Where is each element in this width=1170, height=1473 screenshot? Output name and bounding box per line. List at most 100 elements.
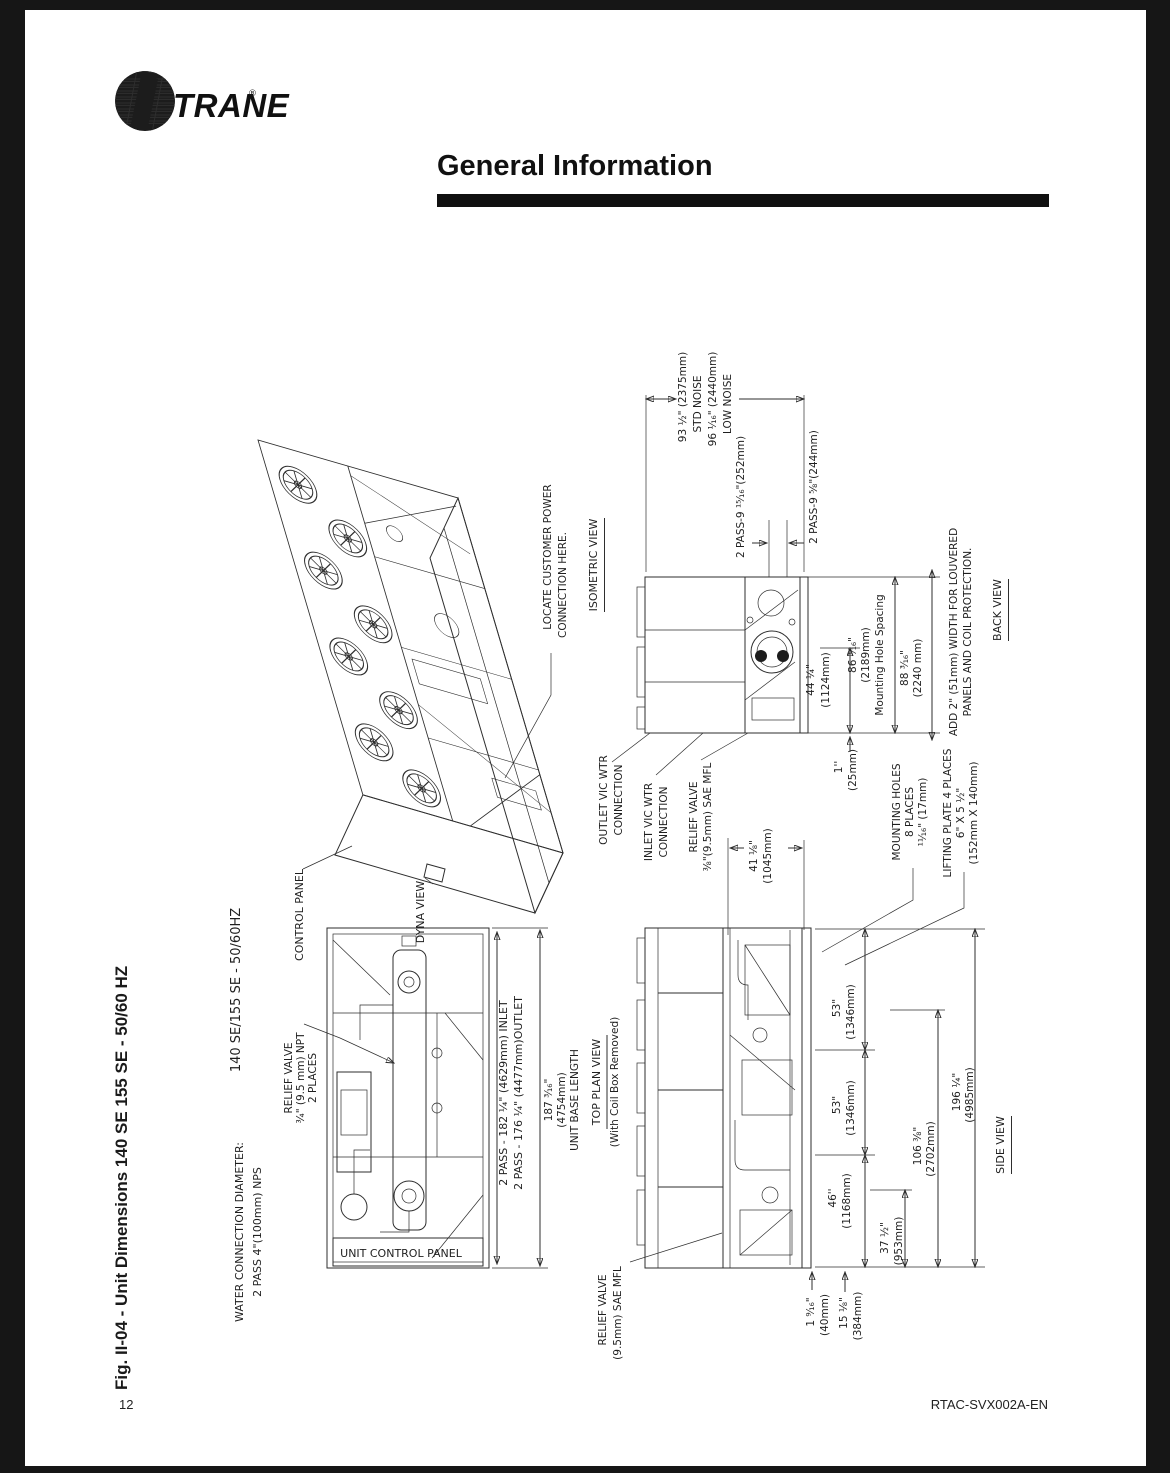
dim-106-label: (2702mm) — [925, 1121, 937, 1176]
lifting-plate-label: 6" X 5 ½" — [955, 788, 967, 838]
noise-dim-label: 96 ¹⁄₁₆" (2440mm) — [707, 352, 719, 447]
side-view-label: SIDE VIEW — [994, 1116, 1007, 1174]
relief-bottom-label: (9.5mm) SAE MFL — [612, 1266, 624, 1360]
dim-88-label: (2240 mm) — [912, 639, 924, 698]
dim-53a-label: 53" — [831, 999, 843, 1017]
brand-wordmark: TRANE — [173, 87, 290, 124]
back-view-dimensions: 93 ½" (2375mm) STD NOISE 96 ¹⁄₁₆" (2440m… — [646, 352, 1009, 791]
trane-logo: TRANE ® — [115, 71, 290, 131]
inlet-label: CONNECTION — [658, 787, 670, 858]
relief-sae-label: RELIEF VALVE — [688, 781, 700, 852]
dim-37-label: 37 ½" — [879, 1222, 891, 1254]
relief-npt-leader — [303, 1023, 394, 1063]
relief-bottom-label: RELIEF VALVE — [597, 1274, 609, 1345]
dim-86-label: Mounting Hole Spacing — [874, 594, 886, 715]
back-view-drawing — [611, 576, 809, 776]
back-view-label: BACK VIEW — [991, 579, 1004, 641]
title-rule — [437, 194, 1049, 207]
side-view-dimensions: 41 ⅛" (1045mm) MOUNTING HOLES 8 PLACES ¹… — [597, 748, 1012, 1360]
lifting-plate-label: (152mm X 140mm) — [968, 761, 980, 864]
document-code: RTAC-SVX002A-EN — [930, 1397, 1048, 1412]
power-note-leader — [504, 653, 552, 779]
dim-106-label: 106 ⅜" — [912, 1127, 924, 1165]
dim-46-label: (1168mm) — [841, 1173, 853, 1228]
pass-inlet-label: 2 PASS - 182 ¼" (4629mm) INLET — [497, 1000, 510, 1186]
top-plan-annotations: 140 SE/155 SE - 50/60HZ WATER CONNECTION… — [229, 908, 621, 1322]
dim-384mm-label: 15 ⅛" — [838, 1297, 850, 1329]
relief-npt-label: 2 PLACES — [307, 1053, 319, 1103]
dim-46-label: 46'' — [827, 1188, 839, 1207]
dim-1in-label: (25mm) — [847, 749, 859, 791]
dyna-view-leader — [424, 877, 434, 885]
page-number: 12 — [119, 1397, 134, 1412]
dim-1in-label: 1'' — [833, 761, 845, 773]
iso-end-face — [334, 794, 564, 914]
registered-mark: ® — [248, 89, 257, 99]
top-plan-view-label: TOP PLAN VIEW — [590, 1039, 603, 1126]
model-designation: 140 SE/155 SE - 50/60HZ — [229, 908, 244, 1072]
back-view-connection-labels: OUTLET VIC WTR CONNECTION INLET VIC WTR … — [598, 755, 714, 871]
pass-244-label: 2 PASS-9 ⅝"(244mm) — [808, 430, 820, 544]
dim-41-label: (1045mm) — [762, 828, 774, 883]
noise-dim-label: STD NOISE — [692, 375, 704, 432]
outlet-leader — [611, 732, 651, 763]
dim-40mm-label: (40mm) — [819, 1294, 831, 1336]
dim-53a-label: (1346mm) — [845, 984, 857, 1039]
outlet-label: OUTLET VIC WTR — [598, 755, 610, 845]
iso-dyna-display — [423, 863, 446, 883]
dim-41-label: 41 ⅛" — [748, 840, 760, 872]
document-page — [25, 10, 1146, 1466]
noise-dim-label: LOW NOISE — [722, 374, 734, 434]
base-length-label: UNIT BASE LENGTH — [569, 1049, 581, 1151]
outlet-label: CONNECTION — [613, 765, 625, 836]
pass-252-label: 2 PASS-9 ¹⁵⁄₁₆"(252mm) — [735, 436, 747, 558]
mounting-holes-label: 8 PLACES — [904, 787, 916, 837]
lifting-plate-leader — [844, 872, 965, 966]
dim-196-label: (4985mm) — [964, 1067, 976, 1122]
dim-44-label: (1124mm) — [820, 652, 832, 707]
relief-leader — [700, 732, 749, 761]
dim-53b-label: 53" — [831, 1096, 843, 1114]
inlet-label: INLET VIC WTR — [643, 783, 655, 861]
top-plan-view-drawing: UNIT CONTROL PANEL — [326, 927, 490, 1269]
dim-44-label: 44 ¼" — [805, 664, 817, 696]
dim-196-label: 196 ¼" — [951, 1073, 963, 1111]
dim-88-label: 88 ³⁄₁₆" — [899, 650, 911, 686]
top-plan-view-sub: (With Coil Box Removed) — [609, 1017, 621, 1147]
isometric-view-drawing — [257, 439, 564, 915]
water-connection-note: 2 PASS 4"(100mm) NPS — [251, 1167, 264, 1297]
noise-dim-label: 93 ½" (2375mm) — [677, 352, 689, 442]
isometric-annotations: LOCATE CUSTOMER POWER CONNECTION HERE. I… — [293, 484, 605, 961]
mounting-holes-label: ¹¹⁄₁₆" (17mm) — [917, 778, 929, 847]
relief-bottom-leader — [629, 1232, 723, 1263]
base-length-label: 187 ³⁄₁₆" — [543, 1079, 555, 1122]
unit-control-panel-label: UNIT CONTROL PANEL — [340, 1247, 463, 1260]
isometric-view-label: ISOMETRIC VIEW — [587, 519, 600, 612]
relief-npt-label: RELIEF VALVE — [283, 1042, 295, 1113]
control-panel-label: CONTROL PANEL — [293, 868, 306, 961]
mounting-holes-label: MOUNTING HOLES — [891, 763, 903, 860]
louver-note: PANELS AND COIL PROTECTION. — [962, 548, 974, 717]
dim-53b-label: (1346mm) — [845, 1080, 857, 1135]
dim-37-label: (953mm) — [893, 1217, 905, 1266]
dim-384mm-label: (384mm) — [852, 1292, 864, 1341]
water-connection-note: WATER CONNECTION DIAMETER: — [233, 1142, 246, 1322]
inlet-leader — [655, 732, 704, 776]
relief-sae-label: ⅜"(9.5mm) SAE MFL — [702, 763, 714, 872]
control-panel-leader — [302, 845, 353, 870]
dim-86-label: (2189mm) — [860, 627, 872, 682]
page-title: General Information — [437, 150, 713, 182]
power-note-line1: LOCATE CUSTOMER POWER — [542, 484, 554, 629]
relief-npt-label: ¾" (9.5 mm) NPT — [295, 1032, 307, 1124]
dim-86-label: 86 ³⁄₁₆" — [847, 637, 859, 673]
louver-note: ADD 2" (51mm) WIDTH FOR LOUVERED — [948, 528, 960, 736]
iso-right-face — [429, 496, 564, 915]
dim-40mm-label: 1 ⁹⁄₁₆" — [805, 1297, 817, 1326]
pass-outlet-label: 2 PASS - 176 ¼" (4477mm)OUTLET — [512, 996, 525, 1190]
base-length-label: (4754mm) — [556, 1072, 568, 1127]
lifting-plate-label: LIFTING PLATE 4 PLACES — [942, 748, 954, 877]
power-note-line2: CONNECTION HERE. — [557, 532, 569, 638]
side-view-drawing — [629, 927, 812, 1269]
